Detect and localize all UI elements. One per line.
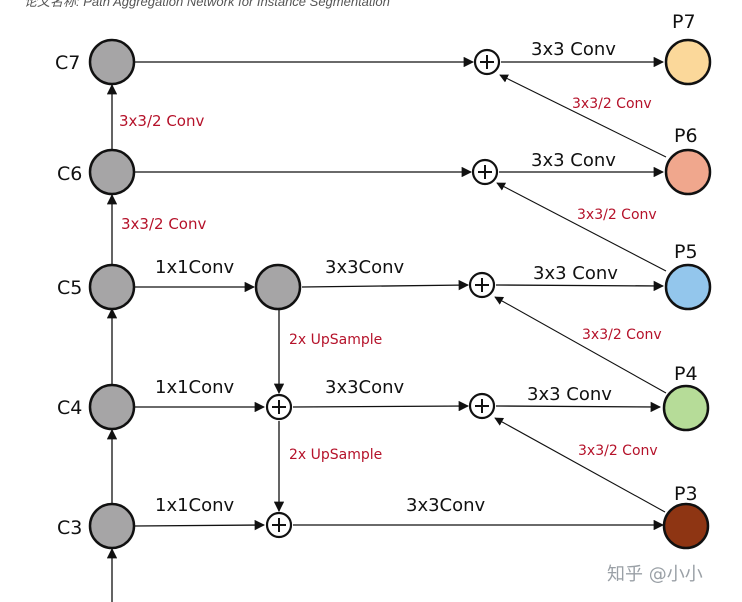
node-inner5 [254,263,302,311]
sum-node-6 [471,158,499,186]
node-c5 [88,263,136,311]
node-c4 [88,383,136,431]
add-node-4 [265,393,293,421]
label-c5-to-c6-conv: 3x3/2 Conv [121,215,206,233]
sum-node-4 [468,392,496,420]
label-upsample-4-to-3: 2x UpSample [289,447,382,463]
label-p6-conv: 3x3 Conv [531,150,616,171]
edge-p3-to-sum4 [494,417,666,513]
edge-sum4-to-p4 [495,401,662,413]
label-c3-inner-conv: 3x3Conv [406,495,486,516]
label-upsample-5-to-4: 2x UpSample [289,332,382,348]
node-c7 [88,38,136,86]
label-c7: C7 [55,52,80,74]
label-c4-inner-conv: 3x3Conv [325,377,405,398]
label-p7: P7 [672,11,696,33]
header-caption: 论文名称: Path Aggregation Network for Insta… [24,0,390,9]
node-c3 [88,502,136,550]
node-p7 [664,38,712,86]
label-c5-lateral: 1x1Conv [155,257,235,278]
sum-node-5 [468,271,496,299]
label-p5-down: 3x3/2 Conv [577,207,657,223]
edge-p4-to-sum5 [494,296,667,394]
label-c6: C6 [57,163,82,185]
label-p6-down: 3x3/2 Conv [572,96,652,112]
edge-inner5-to-sum5 [301,279,470,291]
label-c4-lateral: 1x1Conv [155,377,235,398]
label-c5: C5 [57,277,82,299]
node-p3 [662,502,710,550]
label-p4-conv: 3x3 Conv [527,384,612,405]
label-c5-inner-conv: 3x3Conv [325,257,405,278]
label-c6-to-c7-conv: 3x3/2 Conv [119,112,204,130]
label-p5-conv: 3x3 Conv [533,263,618,284]
label-c3-lateral: 1x1Conv [155,495,235,516]
label-p3-down: 3x3/2 Conv [578,443,658,459]
edge-sum5-to-p5 [495,280,665,292]
watermark: 知乎 @小小 [607,564,703,585]
edge-add4-to-sum4 [292,400,470,412]
edge-p5-to-sum6 [496,182,667,272]
label-p4: P4 [674,363,698,385]
node-p4 [662,384,710,432]
label-p5: P5 [674,241,698,263]
label-p6: P6 [674,125,698,147]
sum-node-7 [473,48,501,76]
label-c3: C3 [57,517,82,539]
label-p3: P3 [674,483,698,505]
node-p5 [664,263,712,311]
label-p7-conv: 3x3 Conv [531,39,616,60]
node-c6 [88,148,136,196]
label-p4-down: 3x3/2 Conv [582,327,662,343]
edge-c3-to-add3 [134,519,266,531]
edge-p6-to-sum7 [499,74,667,158]
add-node-3 [265,511,293,539]
label-c4: C4 [57,397,82,419]
node-p6 [664,148,712,196]
